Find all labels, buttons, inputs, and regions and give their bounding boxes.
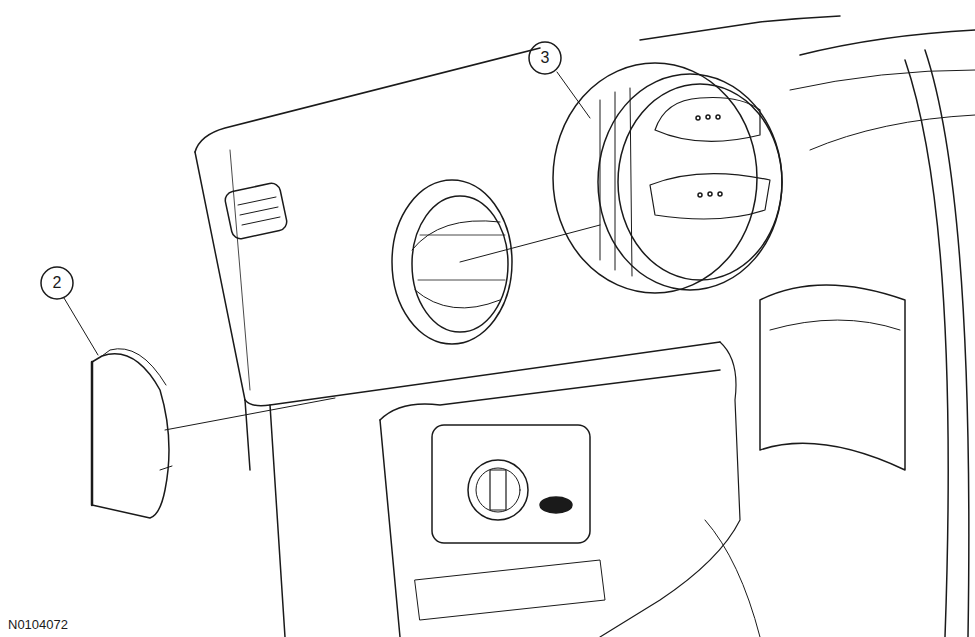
callout-number: 3	[530, 43, 560, 73]
figure-id: N0104072	[8, 618, 68, 631]
callout-number: 2	[42, 268, 72, 298]
